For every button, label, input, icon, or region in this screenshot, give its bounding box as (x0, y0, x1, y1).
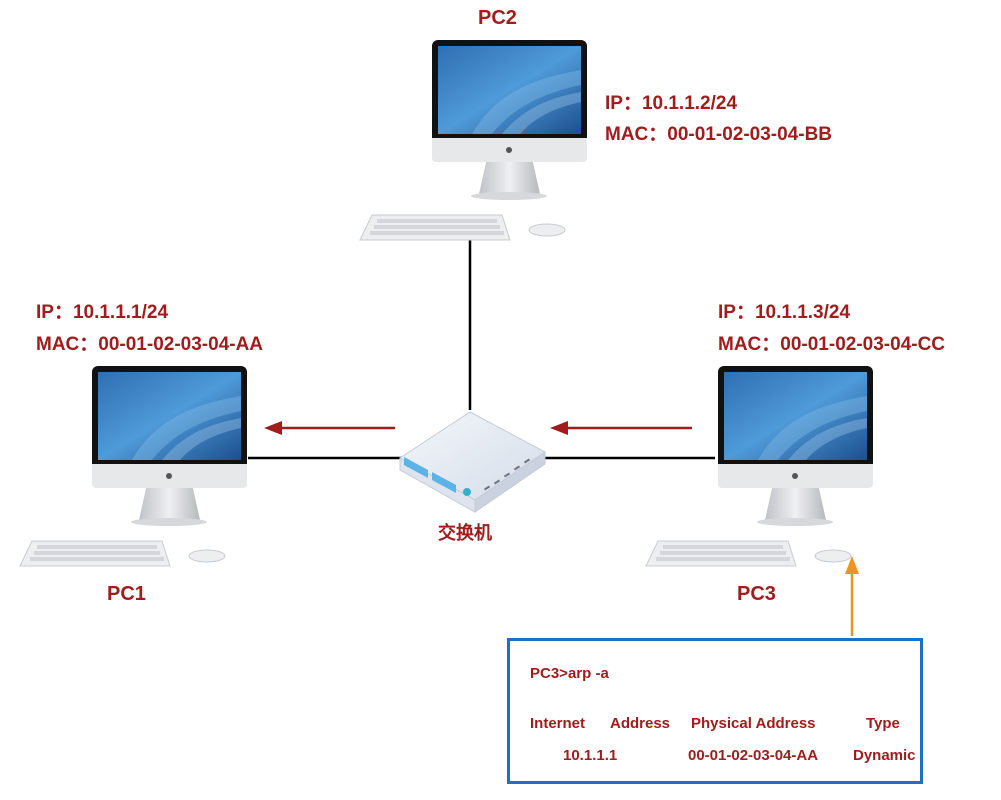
arrow-terminal-to-pc3 (845, 556, 859, 636)
pc1-name: PC1 (107, 583, 146, 605)
row-physical-address: 00-01-02-03-04-AA (688, 747, 819, 764)
pc2-ip: IP：10.1.1.2/24 (605, 88, 737, 115)
arrow-switch-to-pc1 (264, 421, 395, 435)
pc1-ip-label: IP： (36, 302, 73, 323)
pc1-ip-value: 10.1.1.1/24 (72, 302, 169, 323)
header-address: Address (610, 715, 671, 732)
switch-name: 交换机 (438, 523, 492, 544)
pc1-computer-icon (19, 365, 248, 567)
pc2-name: PC2 (478, 7, 517, 29)
row-internet-address: 10.1.1.1 (563, 747, 618, 764)
pc2-ip-value: 10.1.1.2/24 (641, 93, 738, 114)
pc1-mac-label: MAC： (36, 334, 99, 355)
header-type: Type (866, 715, 900, 732)
pc3-mac-label: MAC： (718, 334, 781, 355)
pc3-ip: IP：10.1.1.3/24 (718, 297, 850, 324)
terminal-command: PC3>arp -a (530, 665, 609, 682)
pc2-mac-value: 00-01-02-03-04-BB (667, 124, 833, 145)
pc3-mac-value: 00-01-02-03-04-CC (780, 334, 946, 355)
pc3-mac: MAC：00-01-02-03-04-CC (718, 329, 945, 356)
pc3-ip-label: IP： (718, 302, 755, 323)
pc3-name: PC3 (737, 583, 776, 605)
pc1-mac-value: 00-01-02-03-04-AA (98, 334, 264, 355)
row-type: Dynamic (853, 747, 916, 764)
pc3-computer-icon (645, 365, 874, 567)
pc1-mac: MAC：00-01-02-03-04-AA (36, 329, 263, 356)
pc2-ip-label: IP： (605, 93, 642, 114)
header-physical-address: Physical Address (691, 715, 816, 732)
arp-terminal-box: PC3>arp -a Internet Address Physical Add… (507, 638, 923, 784)
pc2-computer-icon (359, 39, 588, 241)
pc3-ip-value: 10.1.1.3/24 (754, 302, 851, 323)
pc2-mac: MAC：00-01-02-03-04-BB (605, 119, 832, 146)
pc2-mac-label: MAC： (605, 124, 668, 145)
pc1-ip: IP：10.1.1.1/24 (36, 297, 168, 324)
switch-icon (399, 411, 546, 513)
arrow-pc3-to-switch (550, 421, 692, 435)
header-internet: Internet (530, 715, 586, 732)
